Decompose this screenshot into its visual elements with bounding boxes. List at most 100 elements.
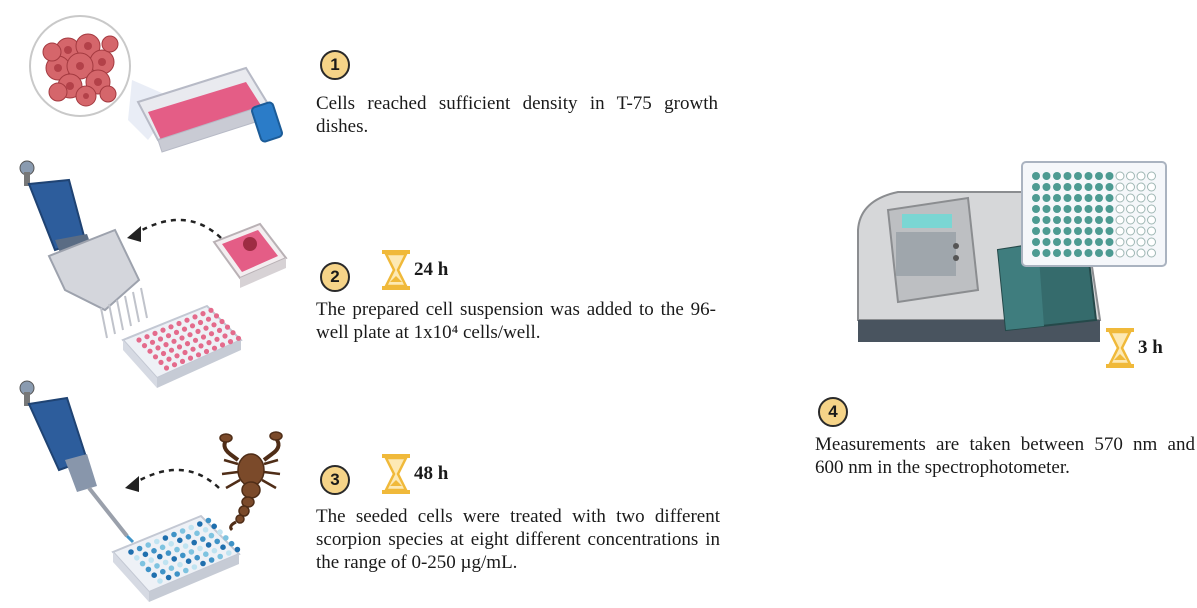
hourglass-icon	[382, 454, 410, 494]
well	[205, 542, 212, 548]
well	[174, 571, 180, 577]
well	[195, 352, 202, 358]
treated-96-well-plate-icon	[111, 514, 241, 602]
well	[1136, 215, 1146, 225]
well	[1147, 248, 1156, 258]
well	[197, 521, 203, 527]
step-3-text: The seeded cells were treated with two d…	[316, 506, 720, 573]
well	[228, 540, 235, 547]
well	[188, 549, 195, 555]
well	[1084, 205, 1093, 213]
step-4-badge: 4	[818, 397, 848, 427]
well	[1105, 205, 1114, 213]
well	[211, 345, 218, 351]
well	[1147, 193, 1156, 203]
well	[147, 348, 153, 354]
well	[151, 548, 157, 554]
well	[219, 318, 225, 325]
well	[171, 556, 177, 562]
well	[219, 342, 226, 348]
step-4-text: Measurements are taken between 570 nm an…	[815, 434, 1195, 478]
well	[1126, 215, 1135, 225]
well	[1115, 193, 1125, 203]
well	[194, 530, 200, 537]
well	[1136, 248, 1146, 258]
96-well-plate-icon	[121, 304, 243, 388]
well	[1147, 215, 1156, 225]
well	[134, 555, 140, 561]
well	[160, 327, 166, 333]
well	[203, 348, 210, 355]
well	[1105, 238, 1114, 246]
well	[214, 336, 220, 342]
single-channel-pipette-icon	[19, 380, 135, 544]
well	[182, 349, 188, 356]
well	[1063, 183, 1072, 191]
well	[1074, 249, 1082, 257]
dashed-arrow	[127, 218, 222, 242]
step-3-duration: 48 h	[414, 463, 449, 484]
cell-suspension-dish-icon	[212, 222, 288, 288]
well	[144, 334, 150, 340]
well	[208, 331, 215, 337]
well	[230, 330, 236, 336]
step-1-text: Cells reached sufficient density in T-75…	[316, 93, 718, 137]
well	[185, 534, 192, 540]
well	[195, 328, 201, 334]
well	[226, 550, 232, 556]
well	[184, 341, 191, 347]
well	[184, 317, 190, 323]
well	[206, 340, 212, 346]
well	[165, 333, 172, 339]
well	[1063, 227, 1072, 235]
well	[157, 578, 163, 584]
well	[163, 342, 169, 348]
well	[1053, 172, 1061, 180]
well	[220, 544, 226, 550]
well	[160, 568, 166, 575]
well	[200, 311, 206, 317]
well	[1084, 249, 1093, 257]
well	[166, 356, 172, 362]
well	[157, 553, 163, 560]
well	[1053, 194, 1061, 202]
well	[177, 561, 183, 568]
well	[1115, 248, 1125, 258]
well	[192, 337, 199, 343]
well	[1053, 227, 1061, 235]
well	[1105, 194, 1114, 202]
well	[211, 322, 217, 328]
well	[148, 557, 154, 563]
well	[1053, 205, 1061, 213]
step-4-duration: 3 h	[1138, 337, 1163, 358]
well	[1032, 194, 1040, 202]
well	[200, 536, 206, 542]
well	[191, 564, 198, 570]
well	[191, 539, 197, 546]
well	[223, 535, 229, 541]
well	[213, 313, 220, 319]
well	[1115, 215, 1125, 225]
well	[224, 324, 231, 330]
well	[1147, 182, 1156, 192]
well	[200, 560, 206, 567]
well	[157, 336, 164, 342]
well	[1095, 216, 1103, 224]
well	[136, 337, 142, 343]
scorpion-icon	[219, 431, 283, 532]
well	[1126, 226, 1135, 236]
hourglass-icon	[1106, 328, 1134, 368]
step-3-badge: 3	[320, 465, 350, 495]
well	[1147, 171, 1156, 181]
well	[1136, 226, 1146, 236]
well	[217, 553, 223, 560]
well	[1032, 216, 1040, 224]
well	[160, 350, 167, 357]
well	[205, 316, 212, 322]
well	[177, 537, 183, 544]
well	[158, 359, 164, 365]
step-1-badge: 1	[320, 50, 350, 80]
well	[211, 547, 218, 554]
well	[145, 566, 152, 573]
well	[1053, 249, 1061, 257]
